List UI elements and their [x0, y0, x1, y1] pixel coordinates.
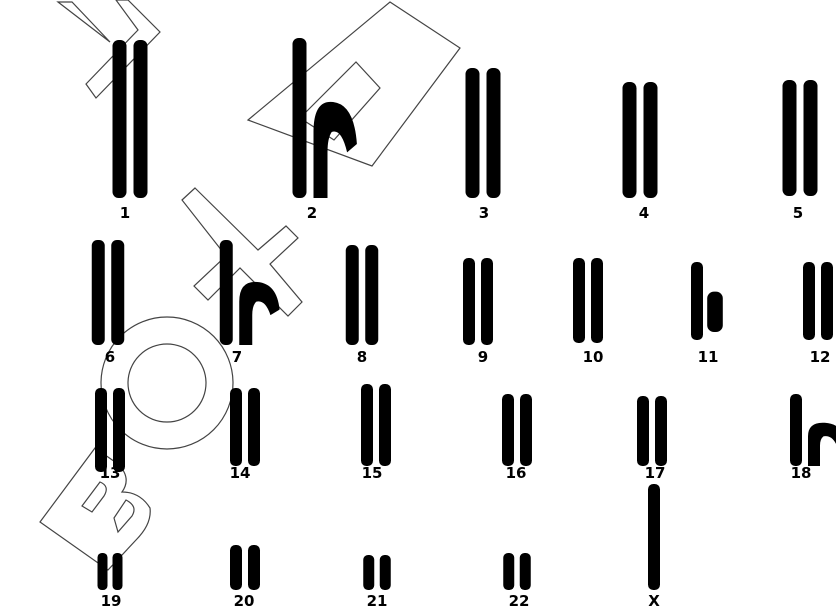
chromosome-pair-10 [573, 258, 603, 343]
chromosome-label-4: 4 [639, 204, 649, 222]
chromosome-pair-19 [98, 553, 123, 590]
chromosome-pair-9 [463, 258, 493, 345]
chromosome-label-21: 21 [367, 592, 388, 610]
chromosome-pair-14 [230, 388, 260, 466]
chromosome-6-b [111, 240, 124, 345]
chromosome-11-a [691, 262, 703, 340]
chromosome-22-b [520, 553, 531, 590]
chromosome-4-b [644, 82, 658, 198]
chromosome-21-b [380, 555, 391, 590]
chromosome-pair-15 [361, 384, 391, 466]
chromosome-label-6: 6 [105, 348, 115, 366]
chromosome-20-a [230, 545, 242, 590]
chromosome-label-8: 8 [357, 348, 367, 366]
chromosome-pair-13 [95, 388, 125, 472]
chromosome-12-b [821, 262, 833, 340]
chromosome-label-18: 18 [791, 464, 812, 482]
chromosome-8-b [365, 245, 378, 345]
chromosome-3-b [487, 68, 501, 198]
chromosome-pair-6 [92, 240, 125, 345]
chromosome-label-X: X [648, 592, 660, 610]
chromosome-5-a [783, 80, 797, 196]
chromosome-19-b [113, 553, 123, 590]
chromosome-pair-4 [623, 82, 658, 198]
chromosome-pair-5 [783, 80, 818, 196]
chromosome-11-b [707, 292, 723, 332]
chromosome-19-a [98, 553, 108, 590]
chromosome-9-b [481, 258, 493, 345]
chromosome-label-22: 22 [509, 592, 530, 610]
chromosome-X [648, 484, 660, 590]
chromosome-14-b [248, 388, 260, 466]
chromosome-label-2: 2 [307, 204, 317, 222]
chromosome-7-a [220, 240, 233, 345]
chromosome-22-a [503, 553, 514, 590]
chromosome-layer [92, 38, 836, 590]
chromosome-pair-21 [363, 555, 391, 590]
chromosome-20-b [248, 545, 260, 590]
chromosome-1-b [134, 40, 148, 198]
chromosome-pair-12 [803, 262, 833, 340]
chromosome-pair-8 [346, 245, 379, 345]
chromosome-16-b [520, 394, 532, 466]
chromosome-pair-X [648, 484, 660, 590]
chromosome-10-b [591, 258, 603, 343]
chromosome-label-15: 15 [362, 464, 383, 482]
chromosome-pair-17 [637, 396, 667, 466]
chromosome-label-3: 3 [479, 204, 489, 222]
chromosome-pair-20 [230, 545, 260, 590]
chromosome-label-11: 11 [698, 348, 719, 366]
chromosome-label-9: 9 [478, 348, 488, 366]
chromosome-2-b [314, 102, 357, 198]
chromosome-label-7: 7 [232, 348, 242, 366]
chromosome-6-a [92, 240, 105, 345]
chromosome-1-a [113, 40, 127, 198]
chromosome-pair-2 [293, 38, 357, 198]
chromosome-pair-16 [502, 394, 532, 466]
chromosome-label-16: 16 [506, 464, 527, 482]
chromosome-label-17: 17 [645, 464, 666, 482]
chromosome-13-a [95, 388, 107, 472]
chromosome-pair-7 [220, 240, 280, 345]
chromosome-7-b [239, 282, 279, 345]
chromosome-14-a [230, 388, 242, 466]
chromosome-5-b [804, 80, 818, 196]
chromosome-label-10: 10 [583, 348, 604, 366]
chromosome-pair-18 [790, 394, 836, 466]
chromosome-8-a [346, 245, 359, 345]
chromosome-label-14: 14 [230, 464, 251, 482]
chromosome-21-a [363, 555, 374, 590]
chromosome-16-a [502, 394, 514, 466]
chromosome-3-a [466, 68, 480, 198]
chromosome-label-13: 13 [100, 464, 121, 482]
chromosome-15-b [379, 384, 391, 466]
chromosome-pair-11 [691, 262, 723, 340]
chromosome-17-b [655, 396, 667, 466]
chromosome-12-a [803, 262, 815, 340]
chromosome-label-19: 19 [101, 592, 122, 610]
chromosome-18-b [808, 423, 836, 466]
chromosome-label-1: 1 [120, 204, 130, 222]
chromosome-17-a [637, 396, 649, 466]
chromosome-label-12: 12 [810, 348, 831, 366]
chromosome-2-a [293, 38, 307, 198]
chromosome-9-a [463, 258, 475, 345]
chromosome-10-a [573, 258, 585, 343]
chromosome-18-a [790, 394, 802, 466]
chromosome-label-5: 5 [793, 204, 803, 222]
chromosome-4-a [623, 82, 637, 198]
chromosome-pair-22 [503, 553, 531, 590]
chromosome-label-20: 20 [234, 592, 255, 610]
chromosome-15-a [361, 384, 373, 466]
chromosome-pair-3 [466, 68, 501, 198]
chromosome-13-b [113, 388, 125, 472]
